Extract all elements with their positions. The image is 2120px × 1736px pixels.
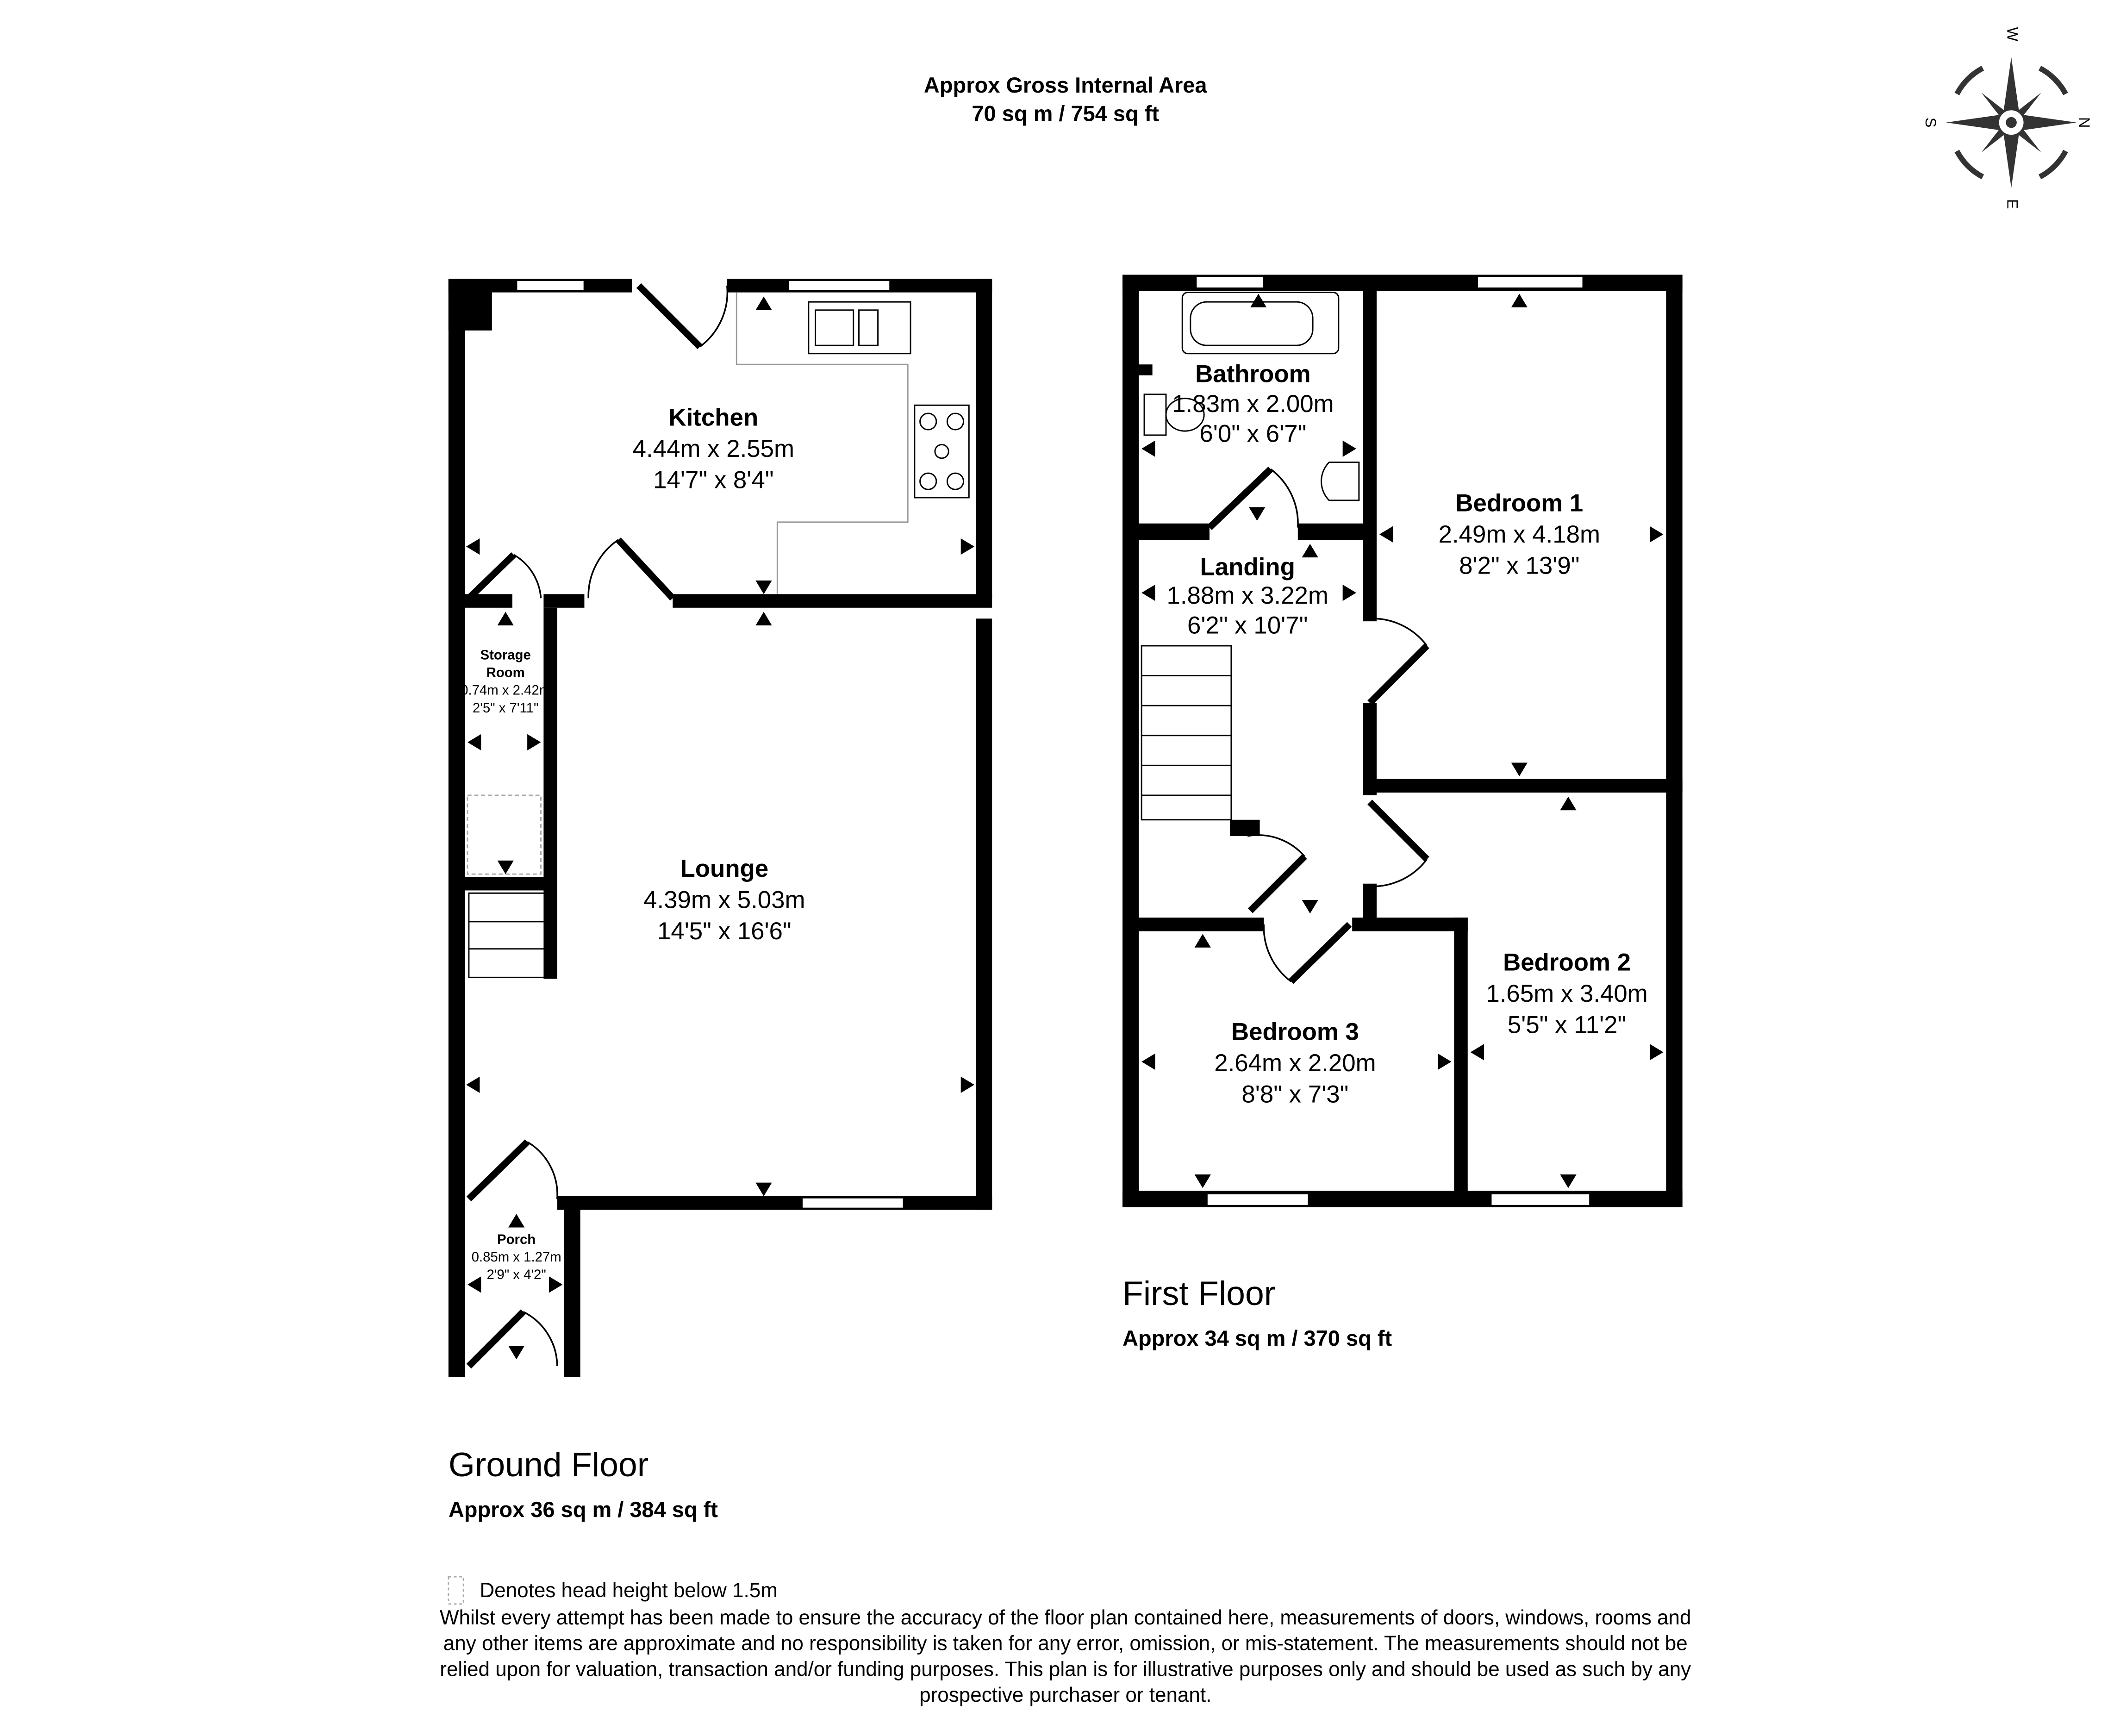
disclaimer-line-1: Whilst every attempt has been made to en… (440, 1606, 1691, 1629)
first-floor-plan (1122, 275, 1683, 1207)
ground-floor-area: Approx 36 sq m / 384 sq ft (449, 1497, 718, 1522)
disclaimer-line-4: prospective purchaser or tenant. (919, 1684, 1211, 1706)
landing-metric: 1.88m x 3.22m (1166, 582, 1328, 609)
lounge-imperial: 14'5" x 16'6" (657, 918, 792, 945)
area-total: 70 sq m / 754 sq ft (972, 101, 1159, 126)
storage-imperial: 2'5" x 7'11" (473, 700, 538, 716)
bedroom2-metric: 1.65m x 3.40m (1486, 980, 1647, 1007)
bathroom-name: Bathroom (1195, 360, 1310, 387)
compass-icon (1946, 57, 2077, 188)
storage-name2: Room (486, 665, 525, 681)
landing-name: Landing (1200, 553, 1295, 581)
bedroom1-name: Bedroom 1 (1455, 489, 1583, 517)
bedroom2-name: Bedroom 2 (1503, 949, 1631, 976)
compass-n: N (2076, 117, 2093, 128)
storage-name: Storage (480, 647, 531, 662)
porch-name: Porch (497, 1232, 536, 1247)
compass-s: S (1922, 118, 1939, 128)
bathroom-imperial: 6'0" x 6'7" (1199, 420, 1306, 448)
bedroom2-imperial: 5'5" x 11'2" (1508, 1012, 1626, 1039)
kitchen-imperial: 14'7" x 8'4" (653, 466, 773, 493)
kitchen-name: Kitchen (668, 404, 758, 431)
first-floor-title: First Floor (1122, 1274, 1275, 1312)
bathroom-metric: 1.83m x 2.00m (1172, 390, 1334, 418)
bedroom3-name: Bedroom 3 (1231, 1018, 1359, 1045)
porch-imperial: 2'9" x 4'2" (486, 1267, 546, 1282)
bedroom3-imperial: 8'8" x 7'3" (1241, 1080, 1348, 1108)
bedroom1-metric: 2.49m x 4.18m (1439, 521, 1600, 548)
ground-floor-title: Ground Floor (449, 1446, 648, 1484)
porch-metric: 0.85m x 1.27m (472, 1249, 561, 1265)
disclaimer-line-2: any other items are approximate and no r… (443, 1632, 1688, 1655)
landing-imperial: 6'2" x 10'7" (1187, 612, 1308, 639)
area-title: Approx Gross Internal Area (924, 73, 1208, 97)
lounge-name: Lounge (680, 855, 768, 882)
storage-metric: 0.74m x 2.42m (461, 683, 550, 698)
head-height-swatch (448, 1576, 464, 1605)
lounge-metric: 4.39m x 5.03m (643, 887, 805, 914)
bedroom1-imperial: 8'2" x 13'9" (1459, 552, 1579, 579)
compass-e: E (2004, 199, 2020, 209)
ground-floor-plan (448, 279, 992, 1377)
kitchen-metric: 4.44m x 2.55m (633, 435, 794, 462)
bedroom3-metric: 2.64m x 2.20m (1214, 1049, 1376, 1077)
first-floor-area: Approx 34 sq m / 370 sq ft (1122, 1326, 1392, 1350)
disclaimer-line-3: relied upon for valuation, transaction a… (440, 1658, 1691, 1680)
compass-w: W (2004, 27, 2020, 42)
head-height-legend: Denotes head height below 1.5m (480, 1579, 778, 1602)
